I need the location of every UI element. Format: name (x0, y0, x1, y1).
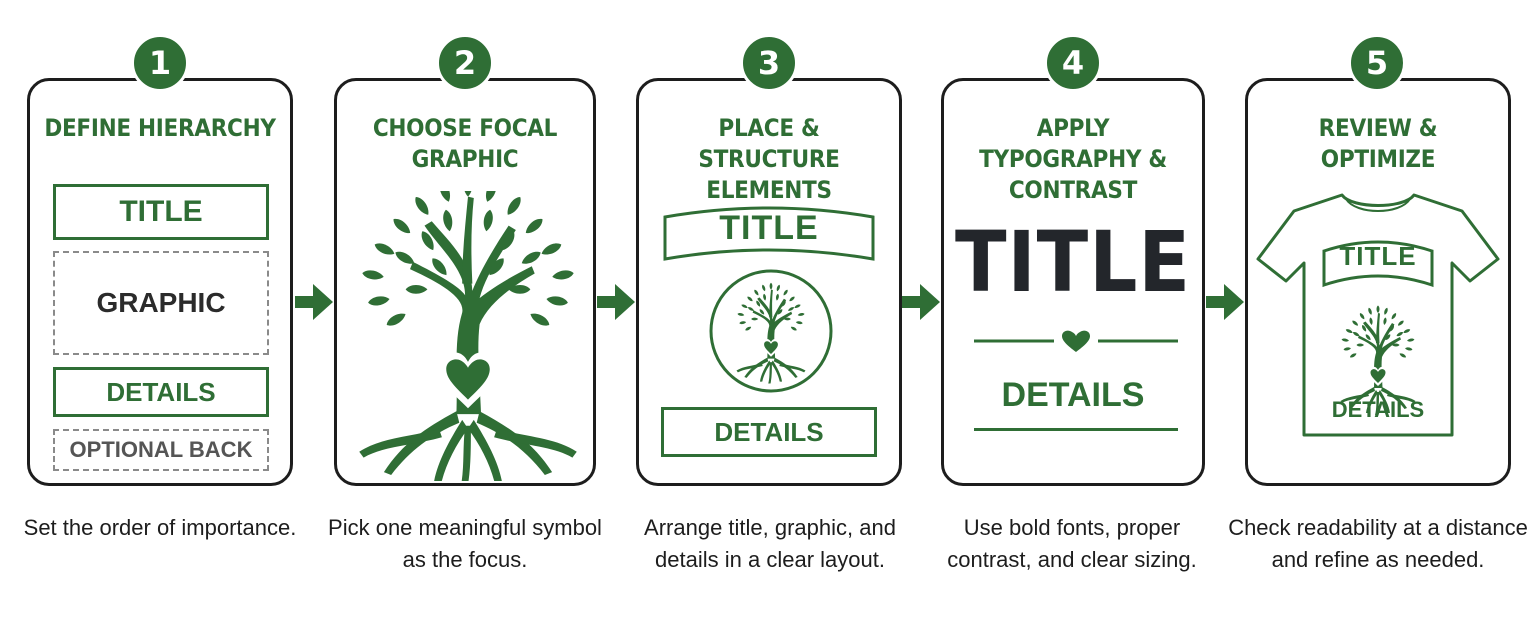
step-4-caption: Use bold fonts, proper contrast, and cle… (947, 515, 1197, 572)
step-3-caption: Arrange title, graphic, and details in a… (644, 515, 896, 572)
step-5-number-badge: 5 (1348, 34, 1406, 92)
step-card-5: REVIEW & OPTIMIZE TITLE DETAILS (1245, 78, 1511, 486)
arched-title-banner (663, 206, 875, 261)
structure-details-box: DETAILS (661, 407, 877, 457)
t-shirt-icon (1256, 193, 1500, 437)
shirt-title-text: TITLE (1339, 241, 1417, 271)
hierarchy-details-box: DETAILS (53, 367, 269, 417)
step-4-title: APPLY TYPOGRAPHY & CONTRAST (979, 114, 1167, 204)
step-4-number-badge: 4 (1044, 34, 1102, 92)
step-card-3: PLACE & STRUCTURE ELEMENTS TITLE DETAILS (636, 78, 902, 486)
step-1-number-badge: 1 (131, 34, 189, 92)
step-2-title: CHOOSE FOCAL GRAPHIC (372, 114, 558, 173)
shirt-details-text: DETAILS (1331, 397, 1425, 422)
step-2-number-badge: 2 (436, 34, 494, 92)
step-5-caption: Check readability at a distance and refi… (1228, 515, 1528, 572)
bottom-rule (974, 428, 1178, 431)
step-3-number-badge: 3 (740, 34, 798, 92)
typography-title-text: TITLE (955, 213, 1191, 311)
tree-with-heart-roots-icon (348, 191, 588, 481)
arrow-right-icon (597, 284, 635, 320)
circle-tree-emblem (709, 269, 833, 393)
arrow-right-icon (295, 284, 333, 320)
heart-icon (1062, 330, 1090, 352)
structure-title-text: TITLE (719, 209, 819, 247)
arrow-right-icon (902, 284, 940, 320)
step-5-title: REVIEW & OPTIMIZE (1318, 114, 1438, 173)
hierarchy-title-box: TITLE (53, 184, 269, 240)
divider-with-heart (974, 330, 1178, 352)
step-3-title: PLACE & STRUCTURE ELEMENTS (698, 114, 840, 204)
typography-details-text: DETAILS (1001, 376, 1145, 414)
step-card-1: DEFINE HIERARCHY TITLE GRAPHIC DETAILS O… (27, 78, 293, 486)
step-1-title: DEFINE HIERARCHY (44, 114, 276, 142)
step-card-4: APPLY TYPOGRAPHY & CONTRAST TITLE DETAIL… (941, 78, 1205, 486)
hierarchy-graphic-box: GRAPHIC (53, 251, 269, 355)
arrow-right-icon (1206, 284, 1244, 320)
step-1-caption: Set the order of importance. (23, 515, 297, 540)
hierarchy-optional-back-box: OPTIONAL BACK (53, 429, 269, 471)
step-2-caption: Pick one meaningful symbol as the focus. (328, 515, 602, 572)
step-card-2: CHOOSE FOCAL GRAPHIC (334, 78, 596, 486)
